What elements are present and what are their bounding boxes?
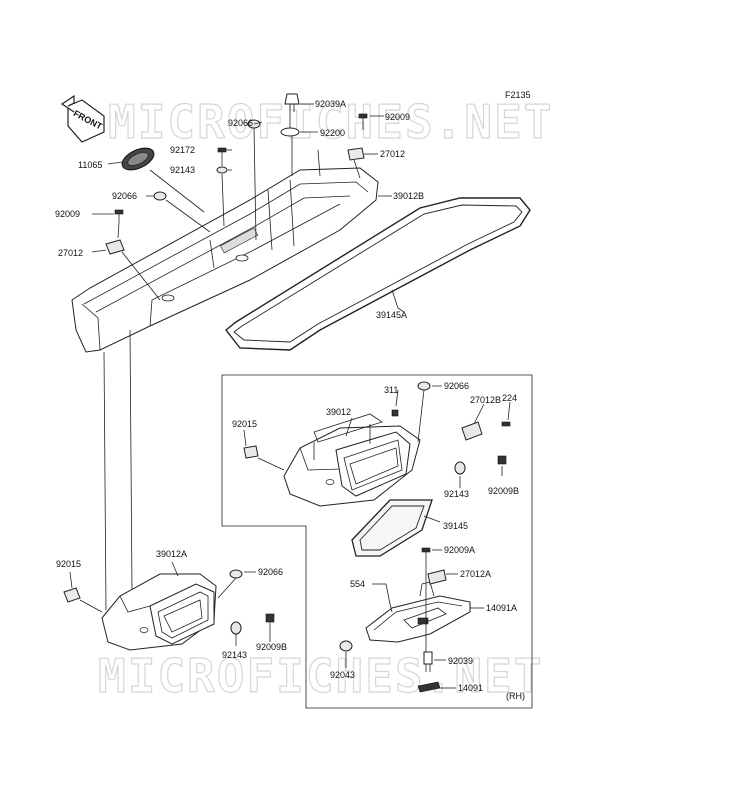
figure-id: F2135 [505,90,531,100]
callout-92043: 92043 [330,670,355,680]
callout-39012b: 39012B [393,191,424,201]
rh-side-label: (RH) [506,691,525,701]
screw-92172 [217,147,227,160]
callout-92066-top: 92066 [228,118,253,128]
cap-92066-rh [417,381,431,391]
callout-311: 311 [384,385,398,395]
callout-92009b-rh: 92009B [488,486,519,496]
callout-14091: 14091 [458,683,483,693]
watermark-bottom: MICROFICHES.NET [98,649,543,703]
callout-92143-rh: 92143 [444,489,469,499]
upper-cover-39012b [71,167,379,353]
callout-27012a: 27012A [460,569,491,579]
washer-92143-lh [230,621,242,635]
glove-box-39012 [283,413,421,507]
callout-92066-mid: 92066 [112,191,137,201]
callout-27012-top: 27012 [380,149,405,159]
callout-11065: 11065 [78,160,102,170]
pin-554 [385,583,393,613]
screw-311 [391,409,399,417]
callout-92039a: 92039A [315,99,346,109]
clip-92039 [423,651,433,672]
callout-27012-left: 27012 [58,248,83,258]
callout-39012: 39012 [326,407,351,417]
callout-14091a: 14091A [486,603,517,613]
clip-92039a [284,93,300,112]
callout-92172: 92172 [170,145,195,155]
callout-92066-rh: 92066 [444,381,469,391]
lid-14091a [365,581,471,643]
watermark-top: MICROFICHES.NET [108,95,553,149]
screw-92009-left [114,209,124,222]
callout-92009a: 92009A [444,545,475,555]
cap-92066-mid [153,191,167,201]
washer-92200 [280,127,300,137]
seal-39145a [225,197,531,351]
screw-224 [501,421,511,427]
nut-27012a [427,569,447,585]
nut-27012-top [347,147,365,161]
callout-224: 224 [502,393,517,403]
screw-92009a [421,547,431,566]
callout-92143-lh: 92143 [222,650,247,660]
nut-27012-left [105,239,125,255]
seal-39145 [351,499,433,557]
nut-27012b [461,421,483,441]
rh-detail-frame [221,374,533,709]
callout-92009-left: 92009 [55,209,80,219]
callout-92039: 92039 [448,656,473,666]
glove-box-39012a [101,573,217,651]
callout-92143-top: 92143 [170,165,195,175]
callout-554: 554 [350,579,365,589]
front-arrow-icon: FRONT [60,94,105,143]
screw-92009b-lh [265,613,275,632]
callout-27012b: 27012B [470,395,501,405]
callout-92009-top: 92009 [385,112,410,122]
callout-92015-lh: 92015 [56,559,81,569]
screw-92009b-rh [497,455,507,465]
washer-92143-top [216,166,228,174]
nut-92015-lh [63,587,81,603]
callout-92015-rh: 92015 [232,419,257,429]
screw-92009-top [358,113,368,130]
callout-92200: 92200 [320,128,345,138]
callout-92066-lh: 92066 [258,567,283,577]
nut-92015-rh [243,445,259,459]
cap-92066-lh [229,569,243,579]
callout-39012a: 39012A [156,549,187,559]
callout-39145: 39145 [443,521,468,531]
callout-92009b-lh: 92009B [256,642,287,652]
washer-92143-rh [454,461,466,475]
cap-11065 [121,147,155,171]
plug-92043 [339,640,353,652]
callout-39145a: 39145A [376,310,407,320]
